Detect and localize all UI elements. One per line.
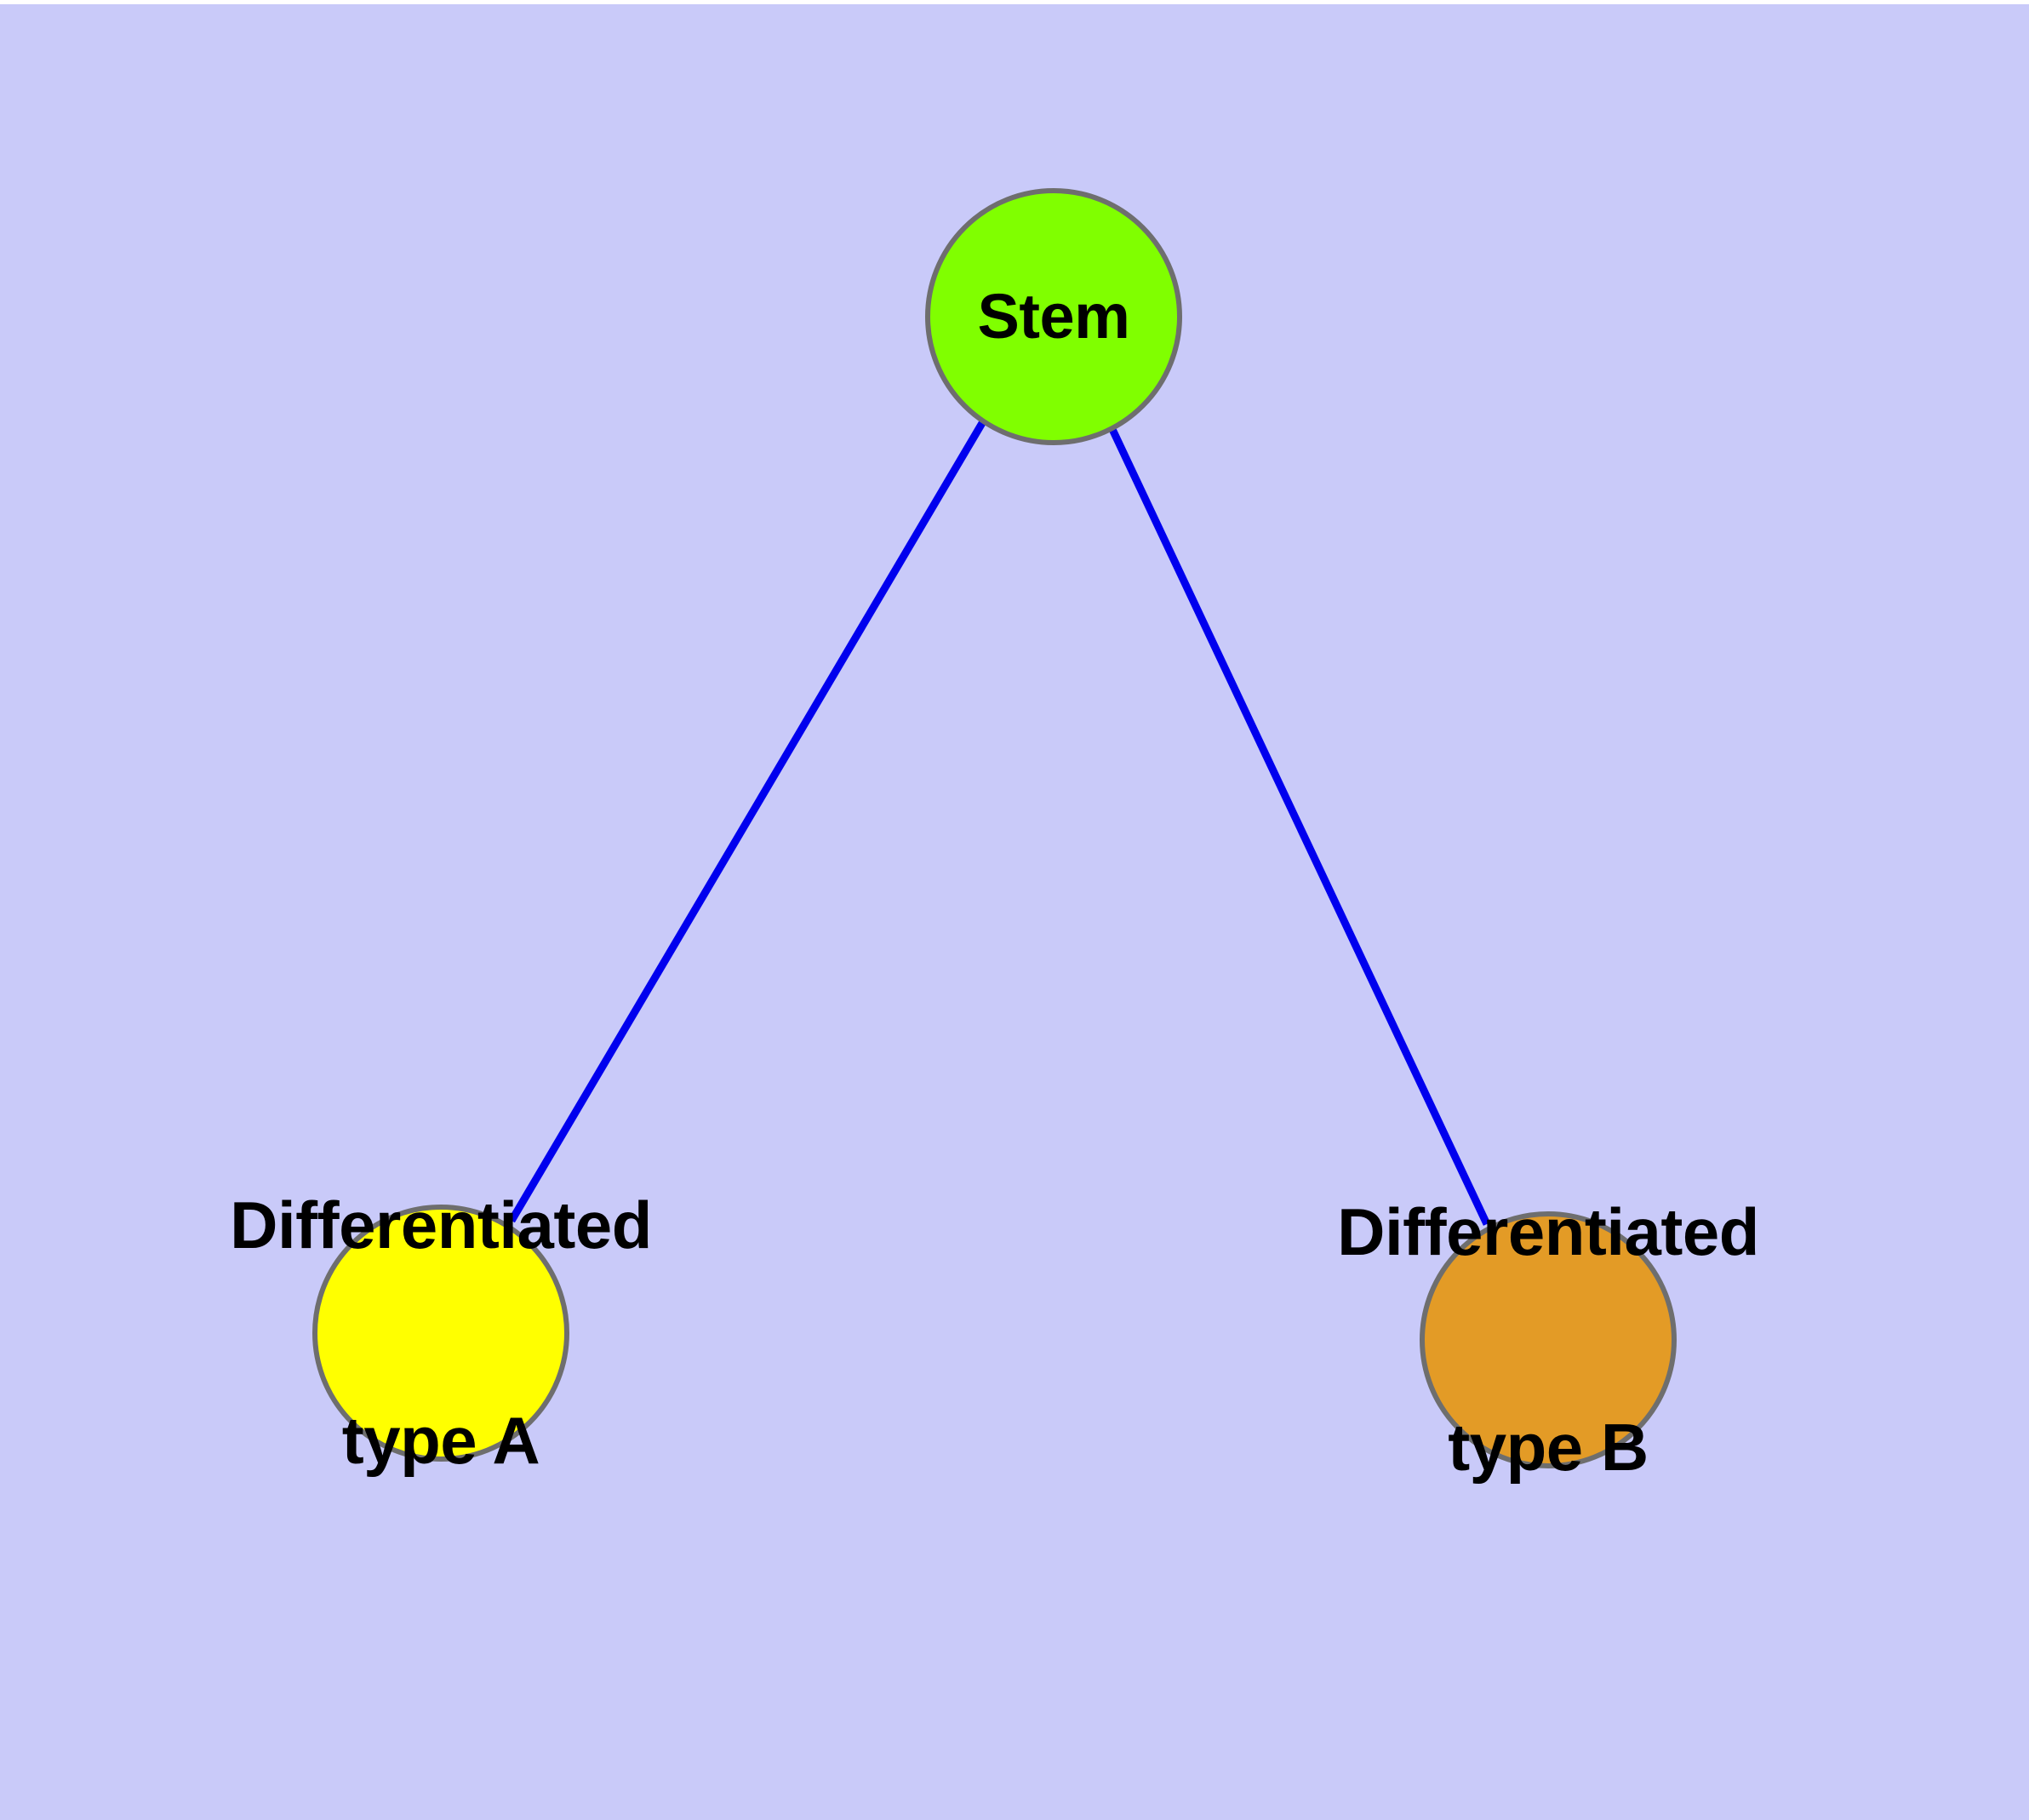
node-layer — [312, 188, 1677, 1468]
node-stem-circle[interactable] — [925, 188, 1182, 445]
edge-stem-to-differentiated-type-b[interactable] — [1106, 424, 1491, 1226]
node-differentiated-type-b-circle[interactable] — [1420, 1211, 1677, 1468]
edge-layer — [508, 421, 1491, 1226]
node-differentiated-type-a-circle[interactable] — [312, 1205, 569, 1462]
edge-stem-to-differentiated-type-a[interactable] — [508, 421, 986, 1223]
